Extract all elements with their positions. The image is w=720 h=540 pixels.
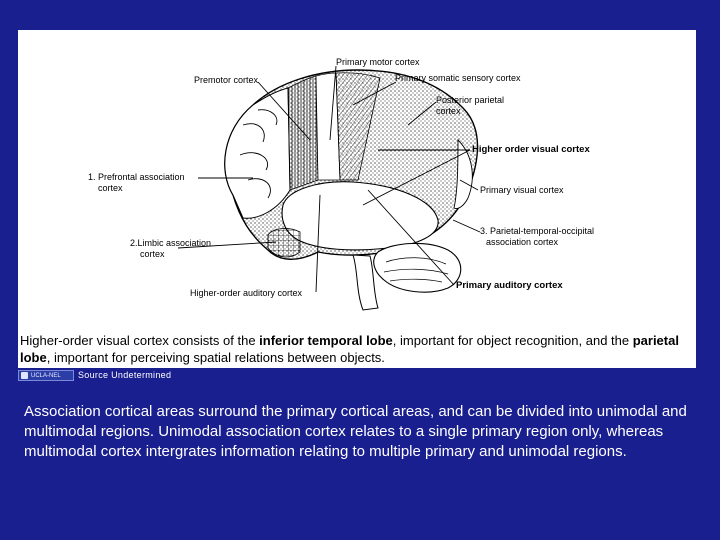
badge-text: UCLA-NEL xyxy=(31,373,61,379)
label-primary-motor-cortex: Primary motor cortex xyxy=(336,57,420,67)
source-text: Source Undetermined xyxy=(78,370,172,380)
brain-figure-panel: Primary motor cortex Premotor cortex Pri… xyxy=(18,30,696,368)
label-limbic-1: 2.Limbic association xyxy=(130,238,212,248)
label-posterior-parietal-2: cortex xyxy=(436,106,461,116)
label-primary-auditory-cortex: Primary auditory cortex xyxy=(456,280,563,291)
somatic-sensory-region xyxy=(335,72,381,181)
brainstem xyxy=(352,254,379,311)
label-higher-order-visual-cortex: Higher order visual cortex xyxy=(472,144,590,155)
cerebellum xyxy=(373,242,462,293)
figure-caption: Higher-order visual cortex consists of t… xyxy=(20,332,692,366)
label-prefrontal-2: cortex xyxy=(98,183,123,193)
caption-text-1: Higher-order visual cortex consists of t… xyxy=(20,333,260,348)
limbic-region xyxy=(267,228,301,258)
label-parietal-temporal-occipital-1: 3. Parietal-temporal-occipital xyxy=(480,226,595,236)
caption-bold-parietal: parietal lobe xyxy=(20,333,679,365)
label-premotor-cortex: Premotor cortex xyxy=(194,75,259,85)
badge-icon xyxy=(21,372,28,379)
primary-visual-region xyxy=(453,138,473,209)
premotor-region xyxy=(287,75,319,191)
label-prefrontal-1: 1. Prefrontal association xyxy=(88,172,185,182)
source-attribution: UCLA-NEL Source Undetermined xyxy=(18,369,318,383)
label-primary-visual-cortex: Primary visual cortex xyxy=(480,185,564,195)
body-paragraph: Association cortical areas surround the … xyxy=(24,403,687,460)
label-primary-somatic-sensory-cortex: Primary somatic sensory cortex xyxy=(395,73,521,83)
caption-text-3: , important for perceiving spatial relat… xyxy=(46,350,385,365)
caption-bold-inferior-temporal: inferior temporal lobe xyxy=(259,333,393,348)
label-posterior-parietal-1: Posterior parietal xyxy=(436,95,505,105)
label-parietal-temporal-occipital-2: association cortex xyxy=(486,237,559,247)
brain-diagram xyxy=(177,65,481,311)
caption-text-2: , important for object recognition, and … xyxy=(392,333,633,348)
label-higher-order-auditory-cortex: Higher-order auditory cortex xyxy=(190,288,303,298)
license-badge[interactable]: UCLA-NEL xyxy=(18,370,74,381)
label-limbic-2: cortex xyxy=(140,249,165,259)
leader-lines xyxy=(177,65,481,293)
